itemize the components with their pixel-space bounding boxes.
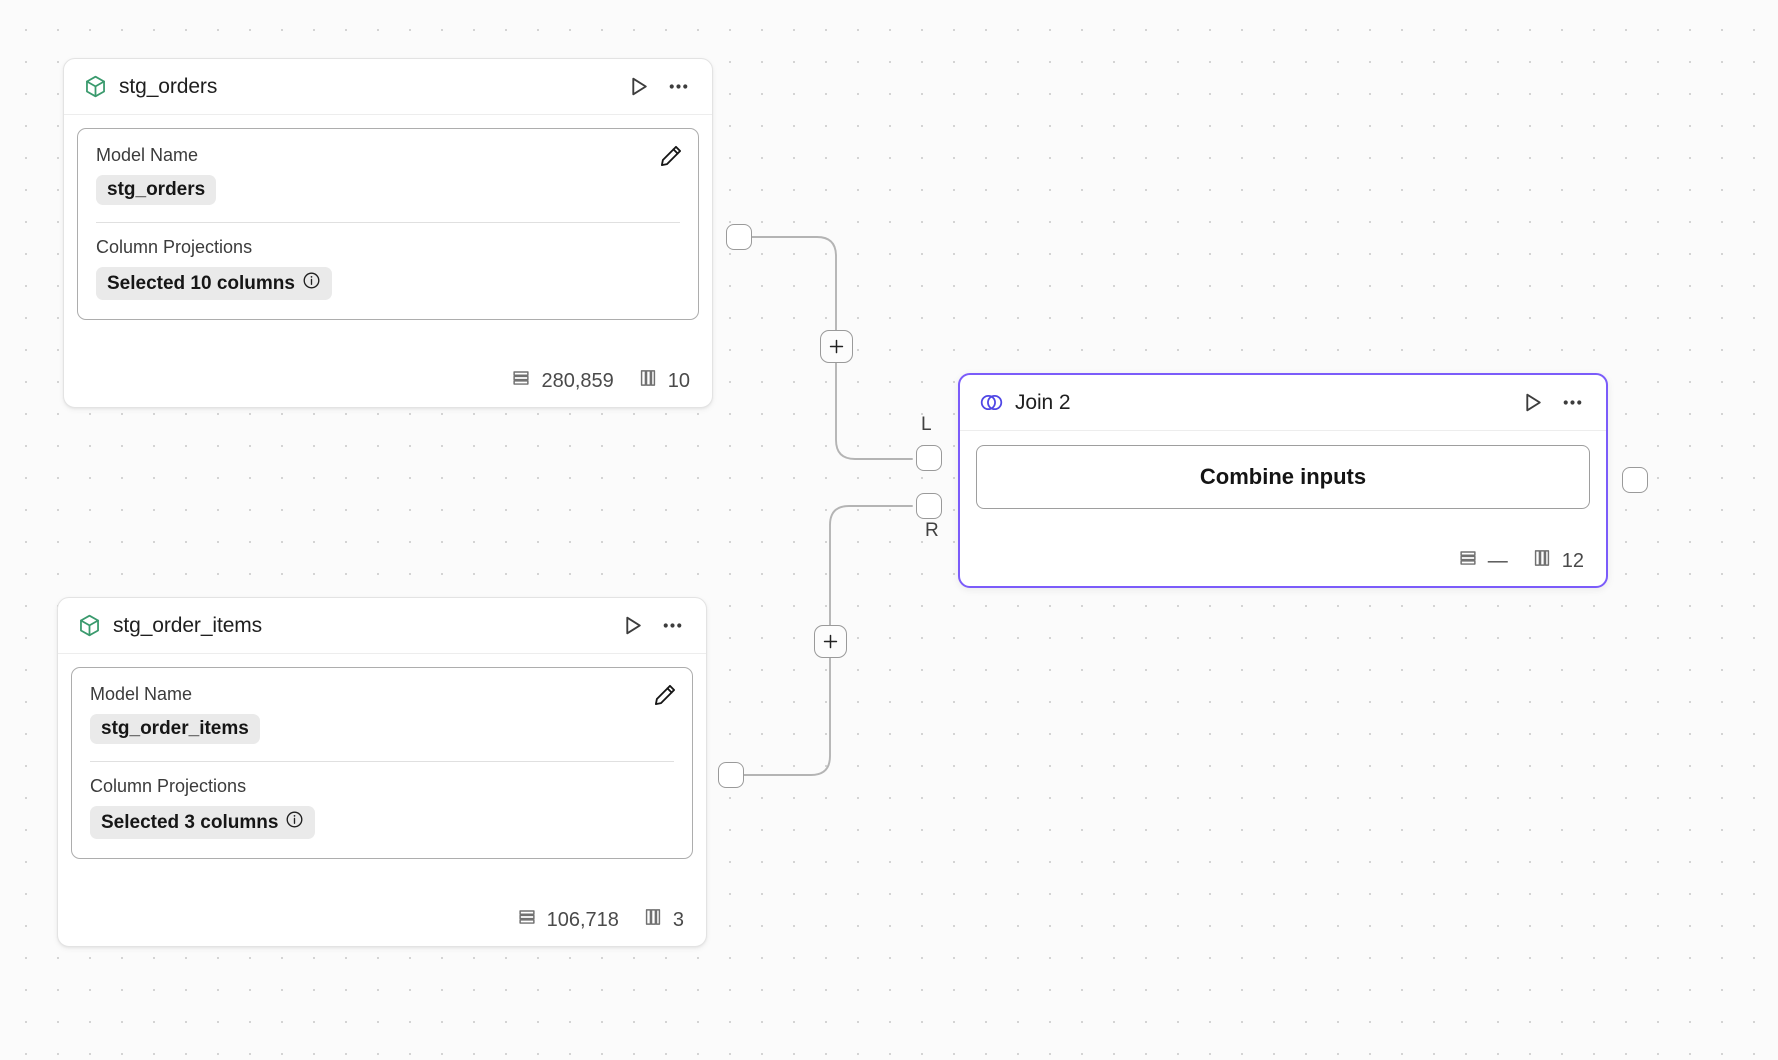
node-footer: 106,718 3	[58, 894, 706, 946]
input-handle-label-left: L	[921, 414, 932, 435]
add-node-on-edge-button-upper[interactable]	[820, 330, 853, 363]
venn-icon	[979, 390, 1004, 415]
column-count-value: 12	[1561, 549, 1584, 572]
node-body: Model Name stg_order_items Column Projec…	[58, 654, 706, 894]
node-title: stg_orders	[119, 74, 218, 98]
run-icon[interactable]	[623, 72, 653, 102]
output-handle-stg-order-items[interactable]	[718, 762, 744, 788]
field-label-model-name: Model Name	[96, 145, 199, 165]
run-icon[interactable]	[617, 611, 647, 641]
column-count-stat: 12	[1531, 547, 1584, 575]
node-header: stg_orders	[64, 59, 712, 115]
column-count-value: 3	[672, 908, 684, 931]
cube-icon	[83, 74, 108, 99]
node-title: Join 2	[1015, 390, 1071, 414]
row-count-value: 280,859	[541, 369, 614, 392]
node-stg-order-items[interactable]: stg_order_items	[57, 597, 707, 947]
field-label-column-projections: Column Projections	[96, 237, 253, 257]
cube-icon	[77, 613, 102, 638]
combine-inputs-button[interactable]: Combine inputs	[976, 445, 1590, 509]
rows-icon	[1457, 547, 1479, 575]
column-count-value: 10	[667, 369, 690, 392]
model-name-chip[interactable]: stg_orders	[96, 175, 217, 205]
more-options-icon[interactable]	[657, 611, 687, 641]
run-icon[interactable]	[1517, 388, 1547, 418]
node-header: Join 2	[960, 375, 1606, 431]
model-name-value: stg_order_items	[101, 718, 249, 739]
column-projections-value: Selected 10 columns	[107, 272, 295, 294]
columns-icon	[1531, 547, 1553, 575]
node-body: Model Name stg_orders Column Projections…	[64, 115, 712, 355]
columns-icon	[637, 367, 659, 395]
column-count-stat: 10	[637, 367, 690, 395]
model-name-chip[interactable]: stg_order_items	[90, 714, 260, 744]
node-header: stg_order_items	[58, 598, 706, 654]
row-count-stat: 280,859	[510, 367, 614, 395]
edit-pencil-icon[interactable]	[658, 143, 684, 169]
column-count-stat: 3	[642, 906, 684, 934]
row-count-stat: 106,718	[516, 906, 619, 934]
column-projections-chip[interactable]: Selected 3 columns	[90, 806, 316, 839]
node-join-2[interactable]: Join 2 Combine inputs	[958, 373, 1608, 588]
input-handle-left[interactable]	[916, 445, 942, 471]
field-label-model-name: Model Name	[90, 684, 193, 704]
more-options-icon[interactable]	[663, 72, 693, 102]
node-footer: — 12	[960, 536, 1606, 586]
edit-pencil-icon[interactable]	[652, 682, 678, 708]
more-options-icon[interactable]	[1557, 388, 1587, 418]
row-count-value: —	[1487, 549, 1508, 572]
panel-divider	[96, 222, 680, 223]
node-footer: 280,859 10	[64, 355, 712, 407]
output-handle-join-2[interactable]	[1622, 467, 1648, 493]
output-handle-stg-orders[interactable]	[726, 224, 752, 250]
add-node-on-edge-button-lower[interactable]	[814, 625, 847, 658]
column-projections-value: Selected 3 columns	[101, 811, 279, 833]
panel-divider	[90, 761, 674, 762]
model-config-panel: Model Name stg_order_items Column Projec…	[71, 667, 693, 859]
model-config-panel: Model Name stg_orders Column Projections…	[77, 128, 699, 320]
node-title: stg_order_items	[113, 613, 263, 637]
rows-icon	[516, 906, 538, 934]
columns-icon	[642, 906, 664, 934]
info-icon[interactable]	[285, 810, 304, 835]
model-name-value: stg_orders	[107, 179, 206, 200]
node-body: Combine inputs	[960, 431, 1606, 536]
rows-icon	[510, 367, 532, 395]
input-handle-label-right: R	[925, 520, 939, 541]
info-icon[interactable]	[302, 271, 321, 296]
row-count-value: 106,718	[546, 908, 619, 931]
input-handle-right[interactable]	[916, 493, 942, 519]
row-count-stat: —	[1457, 547, 1508, 575]
node-stg-orders[interactable]: stg_orders Mode	[63, 58, 713, 408]
column-projections-chip[interactable]: Selected 10 columns	[96, 267, 332, 300]
field-label-column-projections: Column Projections	[90, 776, 247, 796]
